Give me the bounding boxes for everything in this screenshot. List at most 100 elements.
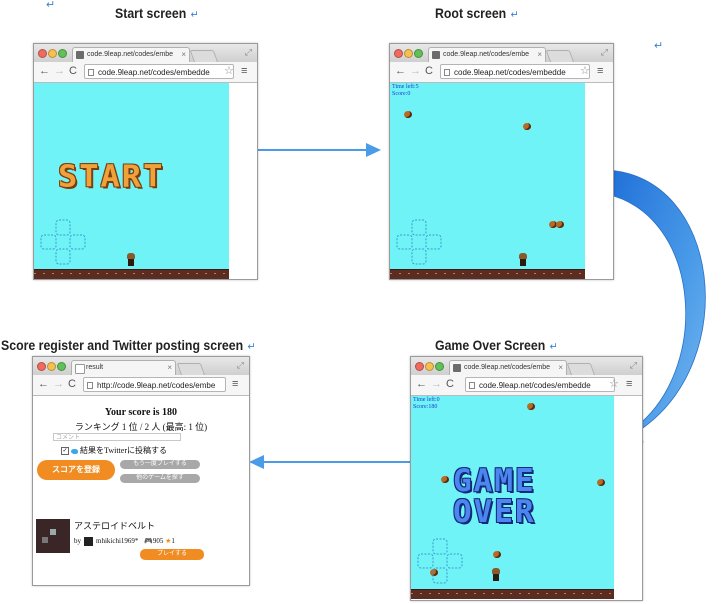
tab-title: code.9leap.net/codes/embe	[464, 364, 551, 371]
address-bar[interactable]: code.9leap.net/codes/embedde	[465, 377, 615, 392]
page-icon	[87, 382, 93, 389]
minimize-window-icon[interactable]	[48, 49, 57, 58]
game-canvas[interactable]: Time left:5 Score:0	[390, 83, 585, 279]
close-window-icon[interactable]	[394, 49, 403, 58]
author-name[interactable]: mhikichi1969*	[96, 537, 139, 546]
forward-icon[interactable]: →	[410, 65, 421, 77]
forward-icon[interactable]: →	[53, 378, 64, 390]
game-canvas[interactable]: Time left:0 Score:180 GAME OVER	[411, 396, 614, 599]
minimize-window-icon[interactable]	[425, 362, 434, 371]
browser-tab[interactable]: code.9leap.net/codes/embe ×	[428, 47, 546, 62]
return-mark: ↵	[247, 341, 256, 353]
controller-icon: 🎮	[144, 537, 153, 546]
player-character	[126, 253, 136, 266]
zoom-window-icon[interactable]	[58, 49, 67, 58]
browser-tab[interactable]: code.9leap.net/codes/embe ×	[72, 47, 190, 62]
back-icon[interactable]: ←	[38, 378, 49, 390]
minimize-window-icon[interactable]	[404, 49, 413, 58]
page-icon	[444, 69, 450, 76]
zoom-window-icon[interactable]	[414, 49, 423, 58]
dpad-control-icon[interactable]	[396, 219, 442, 265]
title-bar: result × ⤢	[33, 357, 249, 376]
author-avatar	[84, 537, 93, 546]
score-result-text: Your score is 180	[104, 407, 178, 418]
browser-toolbar: ← → C code.9leap.net/codes/embedde ☆ ≡	[411, 375, 642, 396]
play-button[interactable]: プレイする	[140, 549, 204, 560]
arrow-gameover-to-score	[249, 455, 416, 469]
bookmark-star-icon[interactable]: ☆	[609, 378, 619, 390]
browser-window-result: result × ⤢ ← → C http://code.9leap.net/c…	[32, 356, 250, 586]
tab-close-icon[interactable]: ×	[537, 50, 542, 59]
caption-text: Root screen	[435, 5, 507, 21]
tab-title: result	[86, 364, 104, 371]
close-window-icon[interactable]	[415, 362, 424, 371]
caption-text: Game Over Screen	[435, 337, 546, 353]
play-count: 905	[152, 537, 164, 546]
tab-close-icon[interactable]: ×	[181, 50, 186, 59]
fullscreen-icon[interactable]: ⤢	[236, 360, 244, 370]
asteroid	[597, 479, 605, 486]
address-bar[interactable]: code.9leap.net/codes/embedde	[84, 64, 234, 79]
time-left-text: Time left:5	[392, 84, 419, 90]
menu-icon[interactable]: ≡	[626, 378, 633, 390]
game-title[interactable]: アステロイドベルト	[74, 521, 156, 531]
forward-icon[interactable]: →	[431, 378, 442, 390]
tab-title: code.9leap.net/codes/embe	[443, 51, 530, 58]
forward-icon[interactable]: →	[54, 65, 65, 77]
tab-close-icon[interactable]: ×	[558, 363, 563, 372]
back-icon[interactable]: ←	[395, 65, 406, 77]
browser-window-gameover: code.9leap.net/codes/embe × ⤢ ← → C code…	[410, 356, 643, 601]
return-mark: ↵	[654, 40, 664, 52]
reload-icon[interactable]: C	[425, 65, 433, 77]
title-bar: code.9leap.net/codes/embe × ⤢	[411, 357, 642, 376]
favicon-icon	[453, 364, 461, 372]
browser-window-start: code.9leap.net/codes/embe × ⤢ ← → C code…	[33, 43, 258, 280]
menu-icon[interactable]: ≡	[597, 65, 604, 77]
address-bar[interactable]: code.9leap.net/codes/embedde	[440, 64, 590, 79]
asteroid	[527, 403, 535, 410]
caption-score-register-screen: Score register and Twitter posting scree…	[1, 337, 256, 353]
asteroid	[430, 569, 438, 576]
fullscreen-icon[interactable]: ⤢	[600, 47, 608, 57]
tab-close-icon[interactable]: ×	[167, 363, 172, 372]
tweet-checkbox-row[interactable]: ✓結果をTwitterに投稿する	[61, 445, 167, 456]
close-window-icon[interactable]	[37, 362, 46, 371]
find-games-button[interactable]: 他のゲームを探す	[120, 474, 200, 483]
zoom-window-icon[interactable]	[57, 362, 66, 371]
minimize-window-icon[interactable]	[47, 362, 56, 371]
dpad-control-icon[interactable]	[40, 219, 86, 265]
browser-tab[interactable]: result ×	[71, 360, 176, 375]
player-character	[518, 253, 528, 266]
game-thumbnail[interactable]	[36, 519, 70, 553]
caption-start-screen: Start screen↵	[115, 5, 199, 21]
score-text: Score:180	[413, 404, 438, 410]
reload-icon[interactable]: C	[446, 378, 454, 390]
browser-tab[interactable]: code.9leap.net/codes/embe ×	[449, 360, 567, 375]
page-content: START	[34, 83, 257, 279]
reload-icon[interactable]: C	[69, 65, 77, 77]
comment-input[interactable]: コメント	[53, 433, 181, 441]
back-icon[interactable]: ←	[39, 65, 50, 77]
reload-icon[interactable]: C	[68, 378, 76, 390]
fullscreen-icon[interactable]: ⤢	[244, 47, 252, 57]
address-bar[interactable]: http://code.9leap.net/codes/embe	[83, 377, 226, 392]
fullscreen-icon[interactable]: ⤢	[629, 360, 637, 370]
register-score-button[interactable]: スコアを登録	[37, 460, 115, 480]
dpad-control-icon[interactable]	[417, 538, 463, 584]
play-again-button[interactable]: もう一度プレイする	[120, 460, 200, 469]
address-text: code.9leap.net/codes/embedde	[479, 381, 591, 390]
return-mark: ↵	[190, 9, 199, 21]
favorite-count: 1	[171, 537, 175, 546]
close-window-icon[interactable]	[38, 49, 47, 58]
menu-icon[interactable]: ≡	[241, 65, 248, 77]
menu-icon[interactable]: ≡	[232, 378, 239, 390]
game-canvas[interactable]: START	[34, 83, 229, 279]
page-content: Time left:5 Score:0	[390, 83, 613, 279]
bookmark-star-icon[interactable]: ☆	[580, 65, 590, 77]
bookmark-star-icon[interactable]: ☆	[224, 65, 234, 77]
zoom-window-icon[interactable]	[435, 362, 444, 371]
browser-toolbar: ← → C code.9leap.net/codes/embedde ☆ ≡	[34, 62, 257, 83]
tweet-checkbox[interactable]: ✓	[61, 447, 69, 456]
back-icon[interactable]: ←	[416, 378, 427, 390]
